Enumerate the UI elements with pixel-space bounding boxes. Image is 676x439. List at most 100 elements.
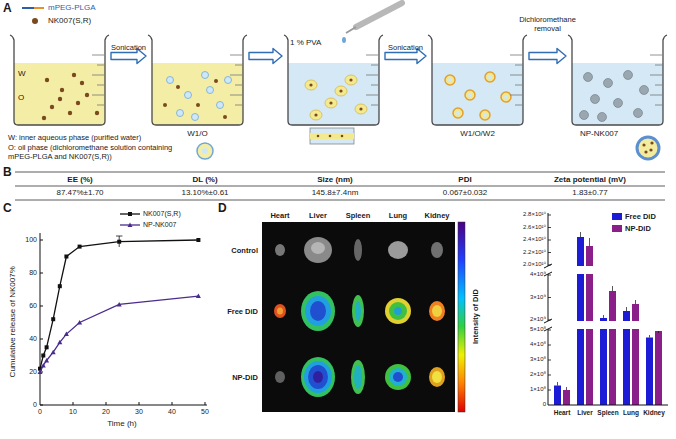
tick-label: 60 [29, 302, 37, 310]
panel-letter: B [3, 165, 12, 179]
table-header: Size (nm) [317, 175, 353, 185]
tick-label: 1×10⁸ [530, 386, 546, 393]
plga-segment [34, 7, 44, 9]
legend-text: NP-DiD [625, 224, 651, 233]
row-label: Free DiD [227, 307, 258, 316]
w1o-droplet [197, 143, 213, 159]
tick-label: 2.0×10¹⁰ [523, 261, 546, 268]
tick-label: 30 [135, 408, 143, 416]
legend-text: mPEG-PLGA [48, 3, 96, 13]
release-chart [38, 233, 208, 405]
organ-label: Liver [309, 211, 327, 220]
tick-label: 4×10⁹ [530, 271, 546, 278]
organ-label: Kidney [643, 409, 665, 417]
panel-letter: D [218, 201, 227, 215]
table-cell: 13.10%±0.61 [181, 188, 228, 198]
tick-label: 20 [29, 368, 37, 376]
tick-label: 40 [168, 408, 176, 416]
table-cell: 1.83±0.77 [572, 188, 608, 198]
beaker-label: W [18, 69, 26, 79]
legend-swatch [612, 225, 622, 232]
tick-label: 20 [102, 408, 110, 416]
tick-label: 3×10⁹ [530, 294, 546, 301]
beaker-3 [284, 35, 383, 125]
edge-label: Sonication [111, 43, 146, 52]
table-cell: 145.8±7.4nm [312, 188, 359, 198]
table-header: PDI [458, 175, 471, 185]
organ-label: Kidney [424, 211, 449, 220]
legend-sample [120, 221, 142, 229]
beaker-2 [148, 35, 247, 125]
note-text: O: oil phase (dichloromethane solution c… [8, 143, 178, 161]
tick-label: 50 [201, 408, 209, 416]
organ-label: Lung [623, 409, 639, 417]
inner-water [202, 148, 208, 154]
sample-marker [128, 212, 132, 216]
tick-label: 2.2×10¹⁰ [523, 249, 546, 256]
nanoparticle [637, 137, 659, 159]
beaker-label: NP-NK007 [580, 129, 618, 139]
legend-text: NP-NK007 [143, 221, 176, 229]
tick-label: 0 [33, 401, 37, 409]
beaker-node: NP-NK007 [570, 35, 665, 125]
axis-title: Cumulative release of NK007% [8, 266, 18, 377]
edge-label: Dichloromethane removal [511, 15, 585, 33]
tick-label: 10 [69, 408, 77, 416]
tick-label: 40 [29, 335, 37, 343]
organ-label: Spleen [346, 211, 371, 220]
legend-text: NK007(S,R) [143, 210, 181, 218]
table-rules [15, 172, 665, 200]
tick-label: 0 [543, 401, 546, 408]
table-header: EE (%) [67, 175, 92, 185]
peg-segment [22, 7, 34, 9]
beaker-5 [568, 35, 667, 125]
axis-title: Time (h) [107, 419, 136, 429]
beaker-label: O [18, 93, 24, 103]
organ-label: Liver [577, 409, 593, 417]
beaker-label: W1/O/W2 [460, 129, 495, 139]
bar-chart [544, 213, 669, 405]
sample-marker [128, 223, 133, 228]
tick-label: 2×10⁹ [530, 316, 546, 323]
flow-arrow [529, 49, 566, 64]
organ-label: Lung [389, 211, 407, 220]
legend-text: NK007(S,R) [48, 16, 91, 26]
tick-label: 4×10⁸ [530, 341, 546, 348]
pipette [342, 3, 402, 43]
colorbar-title: Intensity of DiD [471, 288, 480, 343]
tick-label: 2.8×10¹⁰ [523, 211, 546, 218]
beaker-node: W1/O [150, 35, 245, 125]
tick-label: 5×10⁸ [530, 326, 546, 333]
interface-zoom [310, 128, 354, 144]
table-header: Zeta potential (mV) [554, 175, 626, 185]
beaker-label: 1 % PVA [290, 38, 321, 48]
organ-images [262, 222, 465, 412]
tick-label: 0 [38, 408, 42, 416]
tick-label: 80 [29, 269, 37, 277]
organ-label: Heart [270, 211, 289, 220]
edge-label: Sonication [388, 43, 423, 52]
note-text: W: inner aqueous phase (purified water) [8, 133, 208, 142]
tick-label: 2×10⁸ [530, 371, 546, 378]
legend-text: Free DiD [625, 212, 656, 221]
beaker-node: W1/O/W2 [430, 35, 525, 125]
legend-sample [120, 210, 142, 218]
row-label: NP-DiD [232, 373, 258, 382]
flow-arrow [249, 49, 282, 64]
beaker-4 [428, 35, 527, 125]
legend-sample [22, 4, 44, 12]
table-cell: 0.067±0.032 [443, 188, 487, 198]
beaker-node: WO [12, 35, 107, 125]
panel-letter: C [3, 201, 12, 215]
beaker-1 [10, 35, 109, 125]
organ-label: Heart [554, 409, 571, 417]
beaker-label: W1/O [187, 129, 207, 139]
table-cell: 87.47%±1.70 [56, 188, 103, 198]
organ-label: Spleen [597, 409, 618, 417]
tick-label: 3×10⁸ [530, 356, 546, 363]
legend-swatch [32, 18, 38, 24]
tick-label: 2.6×10¹⁰ [523, 224, 546, 231]
table-header: DL (%) [192, 175, 217, 185]
